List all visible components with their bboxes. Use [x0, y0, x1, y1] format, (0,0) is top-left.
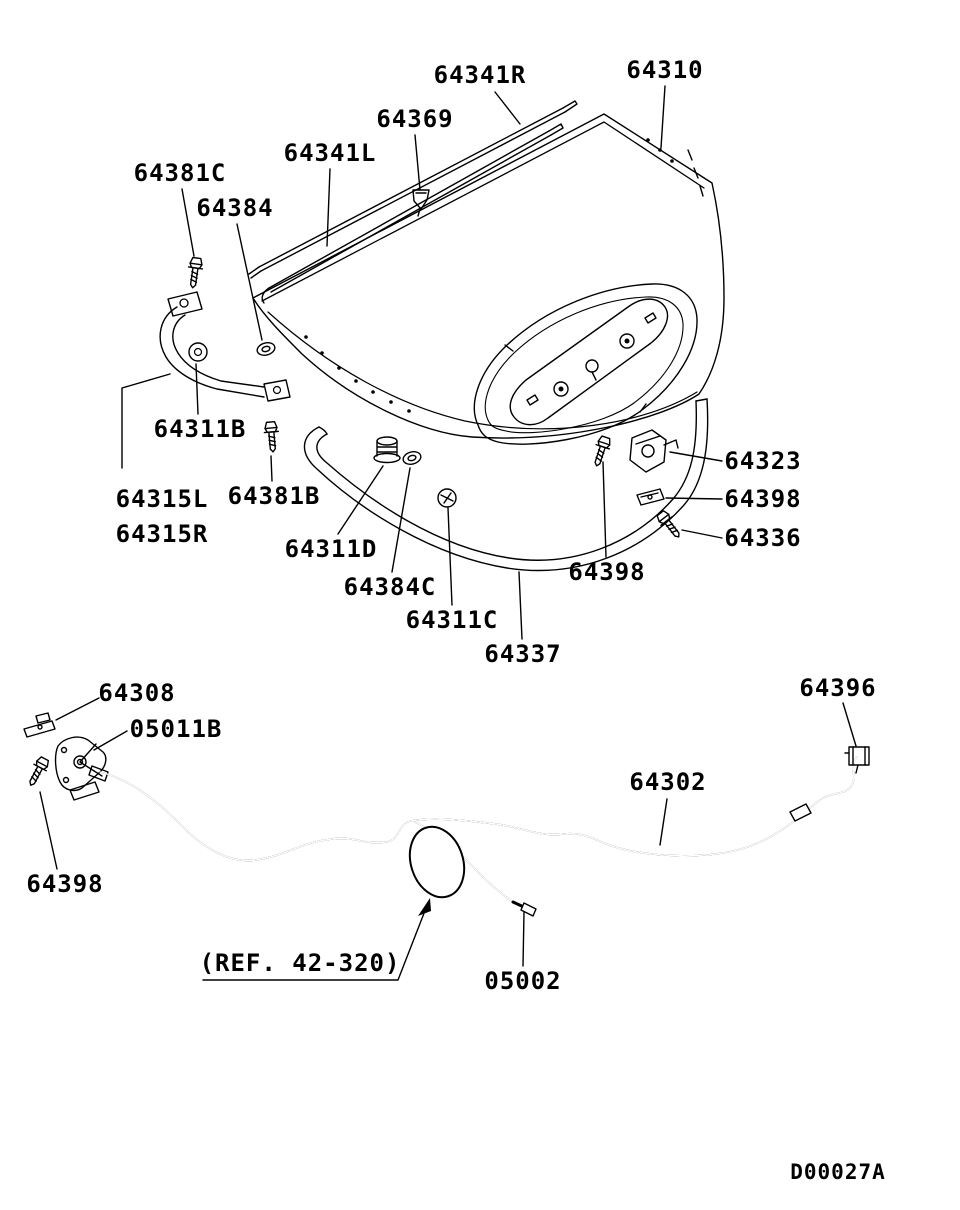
bumper-64311d — [373, 436, 401, 464]
part-label-64315r: 64315R — [115, 520, 209, 548]
part-label-64311c: 64311C — [405, 606, 499, 634]
part-label-64381b: 64381B — [227, 482, 321, 510]
part-label-64398-1: 64398 — [724, 485, 802, 513]
part-label-64323: 64323 — [724, 447, 802, 475]
part-label-64396: 64396 — [799, 674, 877, 702]
lock-64323 — [629, 429, 679, 473]
part-label-64311d: 64311D — [284, 535, 378, 563]
trunk-hinge — [159, 291, 291, 402]
leader-lines — [39, 85, 857, 981]
torsion-bar-clip — [412, 189, 430, 217]
grommet-64384c — [401, 449, 423, 467]
clip-64308 — [23, 712, 56, 738]
ref-arrowhead — [418, 898, 431, 916]
part-label-64381c: 64381C — [133, 159, 227, 187]
cable-end-05002 — [511, 900, 537, 917]
part-label-05011b: 05011B — [129, 715, 223, 743]
part-label-64310: 64310 — [626, 56, 704, 84]
grommet-64384 — [255, 340, 277, 358]
part-label-64398-3: 64398 — [26, 870, 104, 898]
part-label-64308: 64308 — [98, 679, 176, 707]
drawing-code: D00027A — [790, 1160, 886, 1184]
license-plate-recess — [473, 283, 698, 445]
edge-dashes — [687, 149, 704, 197]
part-label-64315l: 64315L — [115, 485, 209, 513]
torsion-bar-left — [261, 123, 564, 304]
release-cable-64302 — [99, 756, 858, 917]
weatherstrip-64337 — [303, 398, 709, 572]
part-label-64341r: 64341R — [433, 61, 527, 89]
bolt-64398-lock — [589, 434, 614, 469]
part-label-64311b: 64311B — [153, 415, 247, 443]
part-label-64384c: 64384C — [343, 573, 437, 601]
clip-64396 — [844, 746, 870, 774]
plug-64311c — [437, 488, 457, 508]
bolt-64381c — [185, 256, 205, 290]
part-label-64341l: 64341L — [283, 139, 377, 167]
spot-weld-dots — [304, 138, 674, 413]
bolt-64398-handle — [23, 754, 52, 790]
cable-fitting — [789, 803, 812, 822]
part-label-05002: 05002 — [484, 967, 562, 995]
part-label-64302: 64302 — [629, 768, 707, 796]
grommet-plug-ref — [408, 825, 466, 899]
striker-clip-64398 — [636, 488, 665, 506]
bolt-64381b — [262, 420, 281, 454]
part-label-64337: 64337 — [484, 640, 562, 668]
part-label-64384: 64384 — [196, 194, 274, 222]
ref-note-label: (REF. 42-320) — [199, 949, 401, 977]
part-label-64336: 64336 — [724, 524, 802, 552]
part-label-64398-2: 64398 — [568, 558, 646, 586]
part-label-64369: 64369 — [376, 105, 454, 133]
